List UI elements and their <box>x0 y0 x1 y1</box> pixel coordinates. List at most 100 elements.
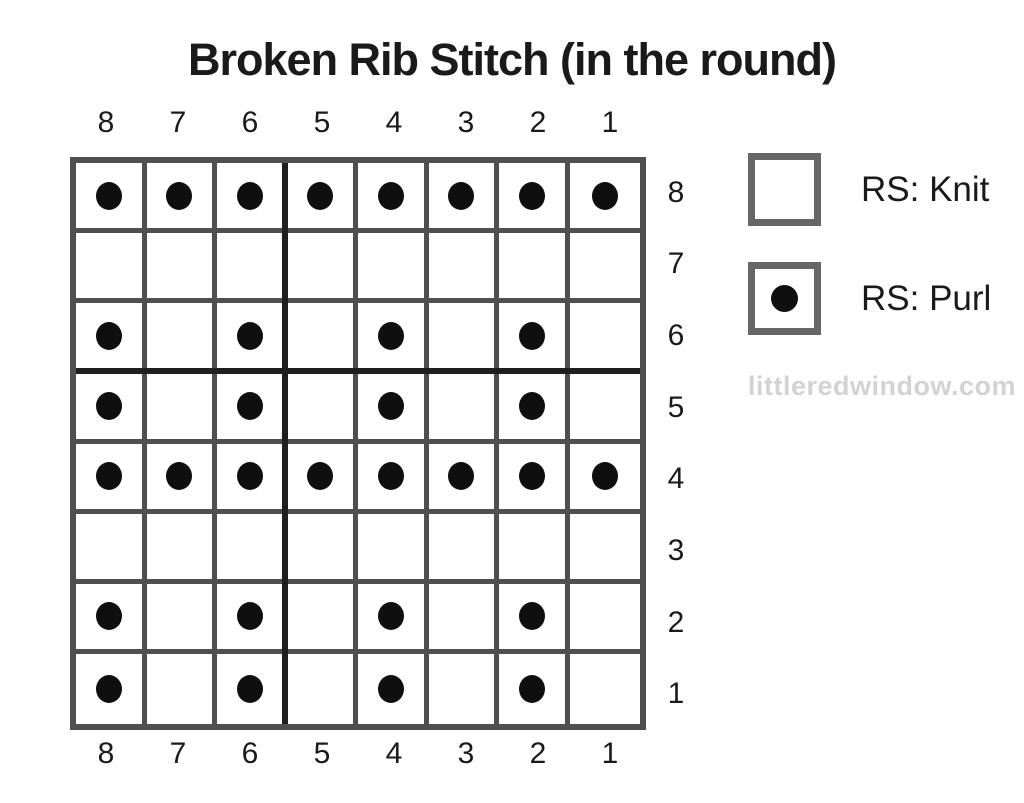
purl-dot-icon <box>377 602 404 631</box>
grid-cell-row6-col3 <box>428 303 499 374</box>
bottom-column-label-3: 3 <box>457 737 475 770</box>
top-column-label-3: 3 <box>457 106 475 139</box>
grid-cell-row5-col2 <box>499 373 570 444</box>
bottom-column-label-8: 8 <box>97 737 115 770</box>
purl-dot-icon <box>236 321 263 350</box>
grid-cell-row8-col4 <box>358 163 429 234</box>
grid-cell-row3-col3 <box>428 513 499 584</box>
grid-cell-row1-col8 <box>76 653 147 724</box>
grid-cell-row4-col6 <box>217 443 288 514</box>
purl-dot-icon <box>771 285 798 312</box>
top-column-label-8: 8 <box>97 106 115 139</box>
purl-dot-icon <box>95 674 122 703</box>
purl-dot-icon <box>518 181 545 210</box>
grid-cell-row2-col6 <box>217 583 288 654</box>
grid-cell-row3-col7 <box>146 513 217 584</box>
grid-cell-row4-col8 <box>76 443 147 514</box>
purl-dot-icon <box>591 462 618 491</box>
grid-cell-row6-col1 <box>569 303 640 374</box>
page-title: Broken Rib Stitch (in the round) <box>188 34 837 85</box>
grid-cell-row6-col2 <box>499 303 570 374</box>
purl-dot-icon <box>518 602 545 631</box>
grid-cell-row7-col8 <box>76 233 147 304</box>
grid-cell-row1-col3 <box>429 653 499 724</box>
purl-symbol-icon <box>748 262 821 335</box>
top-column-label-4: 4 <box>385 106 403 139</box>
grid-cell-row7-col5 <box>287 233 358 304</box>
right-row-label-6: 6 <box>667 319 685 353</box>
bottom-column-label-1: 1 <box>601 737 619 770</box>
top-column-label-1: 1 <box>601 106 619 139</box>
grid-cell-row4-col7 <box>146 443 217 514</box>
grid-cell-row8-col1 <box>569 163 640 234</box>
bottom-column-label-4: 4 <box>385 737 403 770</box>
bottom-column-label-2: 2 <box>529 737 547 770</box>
top-column-label-2: 2 <box>529 106 547 139</box>
grid-cell-row1-col7 <box>147 653 217 724</box>
grid-cell-row5-col1 <box>569 373 640 444</box>
right-row-label-5: 5 <box>667 390 685 424</box>
legend-purl-label: RS: Purl <box>861 278 992 318</box>
repeat-divider-horizontal-line <box>76 368 640 374</box>
grid-cell-row7-col7 <box>146 233 217 304</box>
grid-cell-row5-col6 <box>217 373 288 444</box>
right-row-label-8: 8 <box>667 175 685 209</box>
grid-cell-row1-col4 <box>358 653 429 724</box>
grid-cell-row7-col3 <box>428 233 499 304</box>
top-column-label-5: 5 <box>313 106 331 139</box>
grid-cell-row7-col1 <box>569 233 640 304</box>
grid-cell-row2-col2 <box>499 583 570 654</box>
grid-cell-row4-col2 <box>499 443 570 514</box>
purl-dot-icon <box>166 181 193 210</box>
grid-cell-row4-col5 <box>287 443 358 514</box>
purl-dot-icon <box>166 462 193 491</box>
bottom-column-label-5: 5 <box>313 737 331 770</box>
grid-cell-row5-col7 <box>146 373 217 444</box>
purl-dot-icon <box>377 391 404 420</box>
grid-cell-row2-col1 <box>569 584 640 654</box>
purl-dot-icon <box>236 602 263 631</box>
purl-dot-icon <box>591 181 618 210</box>
repeat-divider-vertical-line <box>282 163 288 724</box>
watermark: littleredwindow.com <box>748 371 1017 401</box>
legend-knit-label: RS: Knit <box>861 169 990 209</box>
right-row-label-4: 4 <box>667 462 685 496</box>
grid-cell-row1-col1 <box>570 654 641 724</box>
bottom-column-label-6: 6 <box>241 737 259 770</box>
legend-item-knit: RS: Knit <box>748 153 1008 226</box>
purl-dot-icon <box>448 181 475 210</box>
right-row-label-7: 7 <box>667 247 685 281</box>
grid-cell-row4-col1 <box>569 444 640 514</box>
purl-dot-icon <box>377 181 404 210</box>
grid-cell-row5-col8 <box>76 373 147 444</box>
right-row-label-1: 1 <box>667 677 685 711</box>
grid-cell-row4-col4 <box>358 443 429 514</box>
grid-cell-row6-col5 <box>287 303 358 374</box>
grid-cell-row7-col6 <box>217 233 288 304</box>
grid-cell-row7-col4 <box>358 233 429 304</box>
grid-cell-row6-col4 <box>358 303 429 374</box>
purl-dot-icon <box>95 391 122 420</box>
grid-cell-row2-col8 <box>76 583 147 654</box>
grid-cell-row2-col3 <box>428 583 499 654</box>
grid-cell-row1-col2 <box>499 653 570 724</box>
grid-cell-row2-col5 <box>287 583 358 654</box>
purl-dot-icon <box>307 181 334 210</box>
grid-cell-row8-col7 <box>146 163 217 234</box>
grid-cell-row2-col7 <box>146 583 217 654</box>
grid-cell-row4-col3 <box>428 443 499 514</box>
knit-symbol-icon <box>748 153 821 226</box>
purl-dot-icon <box>307 462 334 491</box>
grid-cell-row5-col4 <box>358 373 429 444</box>
purl-dot-icon <box>95 602 122 631</box>
grid-cell-row7-col2 <box>499 233 570 304</box>
purl-dot-icon <box>377 462 404 491</box>
grid-cell-row3-col2 <box>499 513 570 584</box>
top-column-label-7: 7 <box>169 106 187 139</box>
grid-cell-row5-col5 <box>287 373 358 444</box>
grid-cell-row2-col4 <box>358 583 429 654</box>
purl-dot-icon <box>377 321 404 350</box>
purl-dot-icon <box>518 462 545 491</box>
